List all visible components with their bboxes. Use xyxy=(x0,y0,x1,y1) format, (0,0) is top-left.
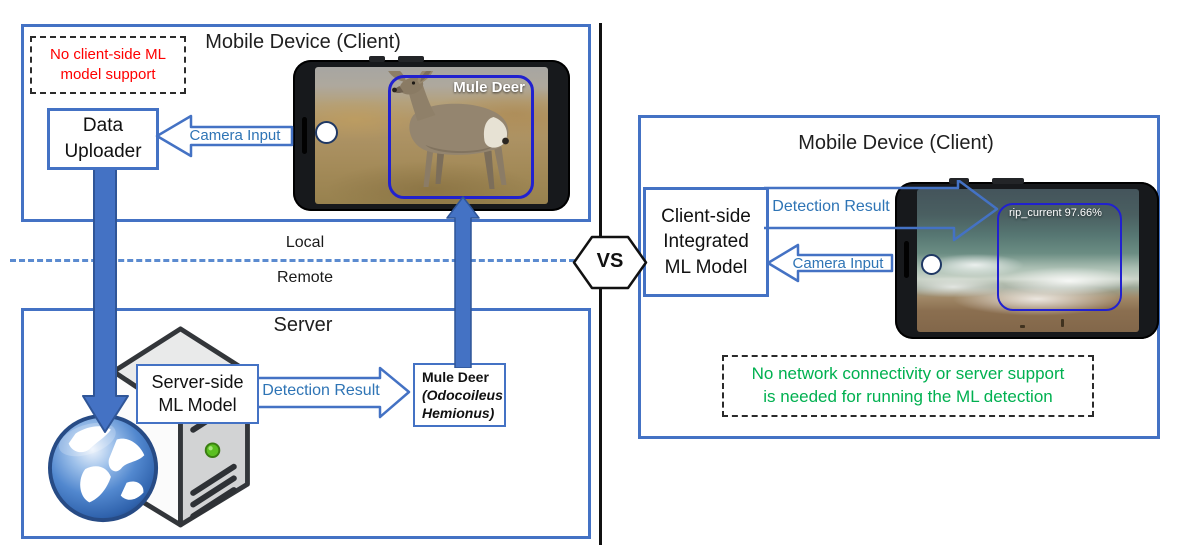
server-panel xyxy=(21,308,591,539)
left-panel-title: Mobile Device (Client) xyxy=(205,31,401,53)
server-model-line-1: Server-side xyxy=(151,371,244,392)
no-client-ml-warning-box: No client-side ML model support xyxy=(30,36,186,94)
data-uploader-label: Data Uploader xyxy=(64,115,142,162)
data-uploader-box: Data Uploader xyxy=(47,108,159,170)
detection-result-box: Mule Deer (Odocoileus Hemionus) xyxy=(413,363,506,427)
no-network-note-box: No network connectivity or server suppor… xyxy=(722,355,1094,417)
camera-input-label-right: Camera Input xyxy=(792,255,884,272)
server-panel-title: Server xyxy=(273,314,333,336)
left-mobile-device-panel xyxy=(21,24,591,222)
server-model-line-2: ML Model xyxy=(158,395,237,415)
right-smartphone: rip_current 97.66% xyxy=(895,178,1159,339)
vs-label: VS xyxy=(596,250,624,272)
vs-badge: VS xyxy=(572,235,648,290)
phone-earpiece-icon xyxy=(302,117,307,154)
right-phone-screen: rip_current 97.66% xyxy=(917,189,1139,332)
camera-input-arrow-right-icon xyxy=(766,243,894,283)
rip-current-bounding-box: rip_current 97.66% xyxy=(997,203,1122,311)
note-line-2: is needed for running the ML detection xyxy=(763,387,1053,406)
client-model-line-1: Client-side xyxy=(661,205,751,227)
camera-input-arrow-left-icon xyxy=(155,114,294,158)
remote-label: Remote xyxy=(276,269,334,286)
server-side-ml-model-box: Server-side ML Model xyxy=(136,364,259,424)
beach-person-icon xyxy=(1020,325,1025,328)
result-line-3: Hemionus) xyxy=(422,404,495,421)
phone-button-tab-icon xyxy=(992,178,1024,184)
right-panel-title: Mobile Device (Client) xyxy=(798,132,994,154)
deer-bbox-label: Mule Deer xyxy=(453,79,525,96)
detection-result-label-right: Detection Result xyxy=(772,198,890,215)
uploader-to-server-arrow-icon xyxy=(82,166,129,433)
detection-result-label-left: Detection Result xyxy=(262,382,380,399)
phone-button-tab-icon xyxy=(369,56,385,62)
hexagon-icon xyxy=(572,235,648,290)
phone-earpiece-icon xyxy=(904,241,909,278)
detection-result-arrow-left-icon xyxy=(258,366,411,419)
warning-line-2: model support xyxy=(60,66,156,83)
left-smartphone: Mule Deer xyxy=(293,56,570,211)
beach-person-icon xyxy=(1061,319,1064,327)
camera-lens-icon xyxy=(921,254,942,275)
globe-icon xyxy=(48,413,159,523)
left-phone-screen: Mule Deer xyxy=(315,67,548,204)
client-model-line-2: Integrated xyxy=(663,231,749,253)
result-to-phone-arrow-icon xyxy=(446,196,480,368)
camera-input-label-left: Camera Input xyxy=(189,127,281,144)
warning-line-1: No client-side ML xyxy=(50,45,166,63)
note-line-1: No network connectivity or server suppor… xyxy=(751,364,1065,384)
local-label: Local xyxy=(285,234,325,251)
result-line-1: Mule Deer xyxy=(422,369,489,385)
client-model-line-3: ML Model xyxy=(664,256,748,278)
camera-lens-icon xyxy=(315,121,338,144)
rip-current-bbox-label: rip_current 97.66% xyxy=(1009,207,1102,219)
result-line-2: (Odocoileus xyxy=(422,386,503,403)
phone-button-tab-icon xyxy=(398,56,424,62)
local-remote-divider xyxy=(10,259,575,262)
client-side-ml-model-box: Client-side Integrated ML Model xyxy=(643,187,769,297)
detection-result-arrow-right-icon xyxy=(764,180,999,242)
deer-bounding-box: Mule Deer xyxy=(388,75,534,199)
